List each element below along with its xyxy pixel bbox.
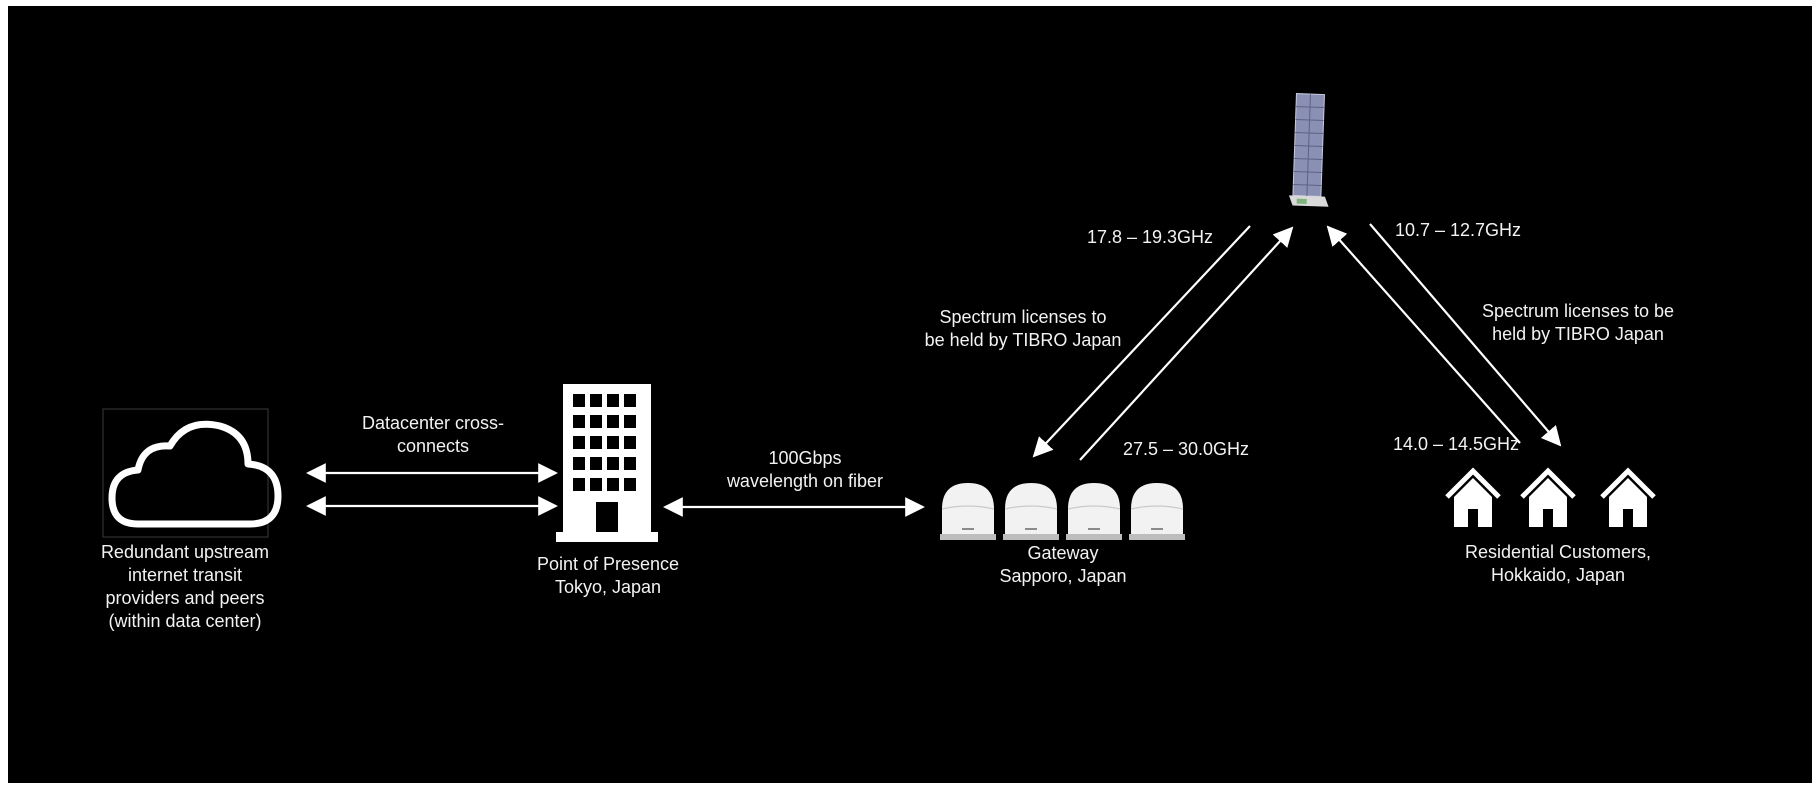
cloud-label-line: internet transit: [127, 565, 243, 585]
diagram-graphics: [102, 93, 1812, 542]
satellite-icon: [1288, 93, 1329, 207]
cloud-label-line: providers and peers: [105, 588, 265, 608]
gateway-uplink-freq: 27.5 – 30.0GHz: [1122, 439, 1250, 459]
customer-downlink-arrow: [1369, 223, 1562, 447]
pop-label-line: Point of Presence: [536, 554, 680, 574]
gateway-label: Gateway Sapporo, Japan: [983, 542, 1143, 588]
gateway-uplink-label: 27.5 – 30.0GHz: [1106, 438, 1266, 461]
pop-label: Point of Presence Tokyo, Japan: [518, 553, 698, 599]
customers-label: Residential Customers, Hokkaido, Japan: [1448, 541, 1668, 587]
gateway-label-line: Gateway: [1027, 543, 1099, 563]
gateway-downlink-freq: 17.8 – 19.3GHz: [1086, 227, 1214, 247]
customer-downlink-freq: 10.7 – 12.7GHz: [1394, 220, 1522, 240]
cloud-label-line: Redundant upstream: [100, 542, 270, 562]
customers-label-line: Hokkaido, Japan: [1490, 565, 1626, 585]
gateway-uplink-arrow: [1079, 226, 1294, 461]
cross-connect-label-line: connects: [396, 436, 470, 456]
building-icon: [556, 384, 658, 542]
house-icon: [1447, 471, 1654, 527]
gateway-downlink-arrow: [1032, 225, 1251, 458]
right-spectrum-label: Spectrum licenses to be held by TIBRO Ja…: [1458, 300, 1698, 346]
left-spectrum-label: Spectrum licenses to be held by TIBRO Ja…: [908, 306, 1138, 352]
fiber-label-line: wavelength on fiber: [726, 471, 884, 491]
left-spectrum-label-line: be held by TIBRO Japan: [924, 330, 1122, 350]
right-spectrum-label-line: held by TIBRO Japan: [1492, 324, 1664, 344]
right-spectrum-label-line: Spectrum licenses to be: [1481, 301, 1675, 321]
cross-connect-label: Datacenter cross- connects: [338, 412, 528, 458]
gateway-downlink-label: 17.8 – 19.3GHz: [1070, 226, 1230, 249]
diagram-canvas: Redundant upstream internet transit prov…: [8, 6, 1812, 783]
fiber-label-line: 100Gbps: [768, 448, 842, 468]
customers-label-line: Residential Customers,: [1464, 542, 1652, 562]
customer-downlink-label: 10.7 – 12.7GHz: [1378, 219, 1538, 242]
fiber-label: 100Gbps wavelength on fiber: [700, 447, 910, 493]
cloud-label-line: (within data center): [108, 611, 262, 631]
customer-uplink-arrow: [1326, 225, 1521, 444]
customer-uplink-label: 14.0 – 14.5GHz: [1376, 433, 1536, 456]
cloud-label: Redundant upstream internet transit prov…: [100, 541, 270, 633]
gateway-dish-icon: [939, 482, 1186, 541]
gateway-label-line: Sapporo, Japan: [999, 566, 1127, 586]
left-spectrum-label-line: Spectrum licenses to: [939, 307, 1107, 327]
customer-uplink-freq: 14.0 – 14.5GHz: [1392, 434, 1520, 454]
pop-label-line: Tokyo, Japan: [554, 577, 662, 597]
cross-connect-label-line: Datacenter cross-: [361, 413, 505, 433]
cloud-icon: [102, 408, 282, 538]
